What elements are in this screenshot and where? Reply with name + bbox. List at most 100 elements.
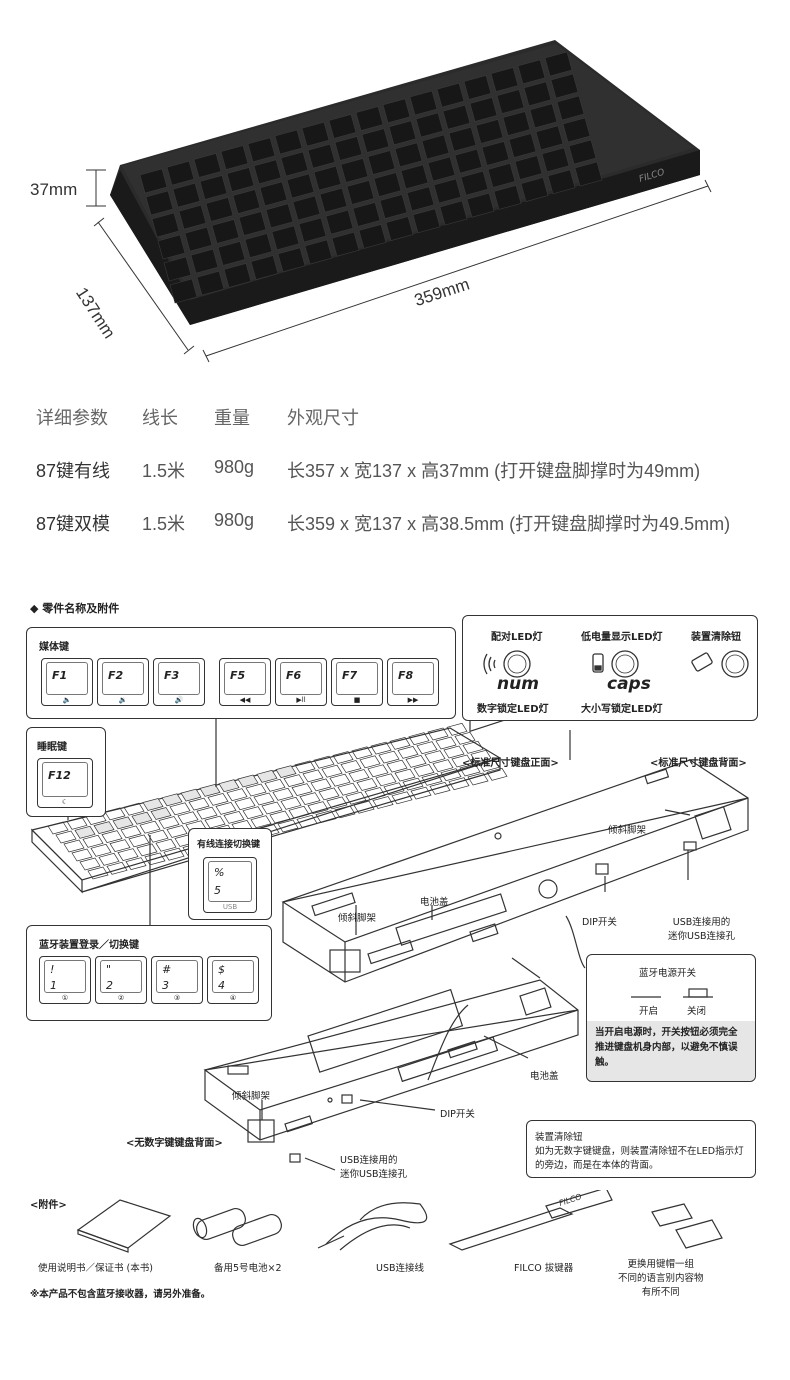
diagram-keycap: [161, 793, 183, 807]
keycap: [307, 143, 336, 169]
diagram-keycap: [408, 732, 430, 746]
keycap: [466, 192, 495, 218]
media-key-f1: F1🔈: [41, 658, 93, 706]
wired-switch-key-title: 有线连接切换键: [197, 840, 261, 850]
reset-note-box: 装置清除钮 如为无数字键键盘，则装置清除钮不在LED指示灯的旁边，而是在本体的背…: [526, 1120, 756, 1178]
media-key-f8: F8▶▶: [387, 658, 439, 706]
diagram-keycap: [166, 825, 188, 838]
diagram-keycap: [242, 806, 264, 820]
keycap: [190, 248, 219, 274]
tilt-stand-label-tkl: 倾斜脚架: [232, 1091, 271, 1102]
keycap: [286, 173, 315, 199]
diagram-keycap: [150, 807, 172, 820]
accessory-batteries: 备用5号电池×2: [214, 1263, 282, 1274]
sleep-key-f12: F12☾: [37, 758, 93, 808]
spec-header-cable: 线长: [142, 408, 178, 428]
keycap: [211, 219, 240, 244]
keycap: [355, 106, 384, 131]
diagram-keycap: [291, 783, 313, 797]
bt-power-switch-box: 蓝牙电源开关 开启 关闭 当开启电源时，开关按钮必须完全推进键盘机身内部，以避免…: [586, 954, 756, 1082]
diagram-keycap: [386, 759, 408, 773]
keycap: [442, 104, 471, 130]
moon-icon: ☾: [61, 798, 69, 806]
keycap: [388, 120, 417, 146]
keycap: [469, 97, 498, 122]
diagram-keycap: [310, 778, 332, 792]
eraser-icon: [691, 652, 713, 672]
accessories-lineart: FILCO: [76, 1190, 723, 1253]
diagram-keycap: [405, 754, 427, 768]
accessories-title: <附件>: [30, 1200, 67, 1211]
diagram-keycap: [321, 764, 343, 778]
keycap: [547, 169, 576, 195]
keycap: [340, 158, 369, 183]
usb-port-label: USB连接用的 迷你USB连接孔: [668, 917, 736, 942]
spec-row-weight: 980g: [214, 457, 255, 477]
wireless-icon: [483, 653, 488, 675]
keycap: [172, 182, 201, 208]
keycap: [475, 119, 504, 144]
keycap: [196, 270, 225, 296]
keycap: [541, 147, 570, 173]
diagram-keycap: [104, 807, 126, 821]
diagram-keycap: [128, 834, 150, 848]
diagram-keycap: [272, 787, 294, 801]
diagram-keycap: [98, 852, 120, 866]
keycap: [496, 89, 525, 114]
diagram-keycap: [391, 791, 413, 805]
keycap-puller-icon: [448, 1207, 574, 1251]
accessory-manual: 使用说明书／保证书 (本书): [38, 1263, 153, 1274]
keycap: [259, 181, 288, 207]
keyboard-photo: FILCO: [86, 40, 712, 363]
diagram-keycap: [435, 736, 457, 750]
keycap: [568, 139, 597, 165]
diagram-keycap: [459, 763, 481, 777]
keycap: [217, 241, 246, 266]
diagram-keycap: [120, 825, 142, 839]
spec-row-size: 长359 x 宽137 x 高38.5mm (打开键盘脚撑时为49.5mm): [287, 514, 731, 534]
keycap: [184, 226, 213, 252]
keycap: [277, 247, 306, 273]
diagram-keycap: [269, 810, 291, 824]
diagram-keycap: [367, 764, 389, 778]
switch-note: 当开启电源时，开关按钮必须完全推进键盘机身内部，以避免不慎误触。: [595, 1027, 738, 1068]
keycap: [379, 194, 408, 219]
diagram-keycap: [71, 848, 93, 862]
keycap: [502, 111, 531, 136]
keycap-icon: [651, 1203, 693, 1227]
reset-note-text: 如为无数字键键盘，则装置清除钮不在LED指示灯的旁边，而是在本体的背面。: [535, 1146, 744, 1171]
keycap: [325, 209, 354, 235]
spec-header-size: 外观尺寸: [287, 408, 359, 428]
diagram-keycap: [424, 750, 446, 764]
keycap: [250, 255, 279, 280]
diagram-keycap: [402, 777, 424, 791]
keycap: [328, 114, 357, 139]
battery-cover-label: 电池盖: [420, 897, 449, 908]
diagram-keycap: [410, 786, 432, 800]
diagram-keycap: [142, 798, 164, 811]
diagram-keycap: [326, 796, 348, 810]
diagram-keycap: [139, 820, 161, 834]
diagram-keycap: [397, 745, 419, 759]
diagram-keycap: [375, 773, 397, 787]
diagram-keycap: [147, 829, 169, 843]
keycap: [313, 165, 342, 191]
diagram-keycap: [353, 800, 375, 814]
tilt-stand-label-front: 倾斜脚架: [338, 913, 377, 924]
keycap: [163, 256, 192, 282]
spec-row-model: 87键有线: [36, 461, 111, 481]
front-view-label: <标准尺寸键盘正面>: [462, 758, 559, 769]
diagram-keycap: [440, 768, 462, 782]
reset-note-title: 装置清除钮: [535, 1132, 583, 1143]
battery-icon: [192, 1207, 282, 1247]
keycap: [400, 164, 429, 190]
diagram-keycap: [226, 788, 248, 802]
keycap: [358, 224, 387, 249]
keycap: [385, 216, 414, 241]
diagram-keycap: [296, 814, 318, 828]
low-battery-led-label: 低电量显示LED灯: [581, 632, 663, 643]
diagram-keycap: [158, 816, 180, 829]
sleep-key-box: 睡眠键 F12☾: [26, 727, 106, 817]
keycap: [409, 90, 438, 116]
